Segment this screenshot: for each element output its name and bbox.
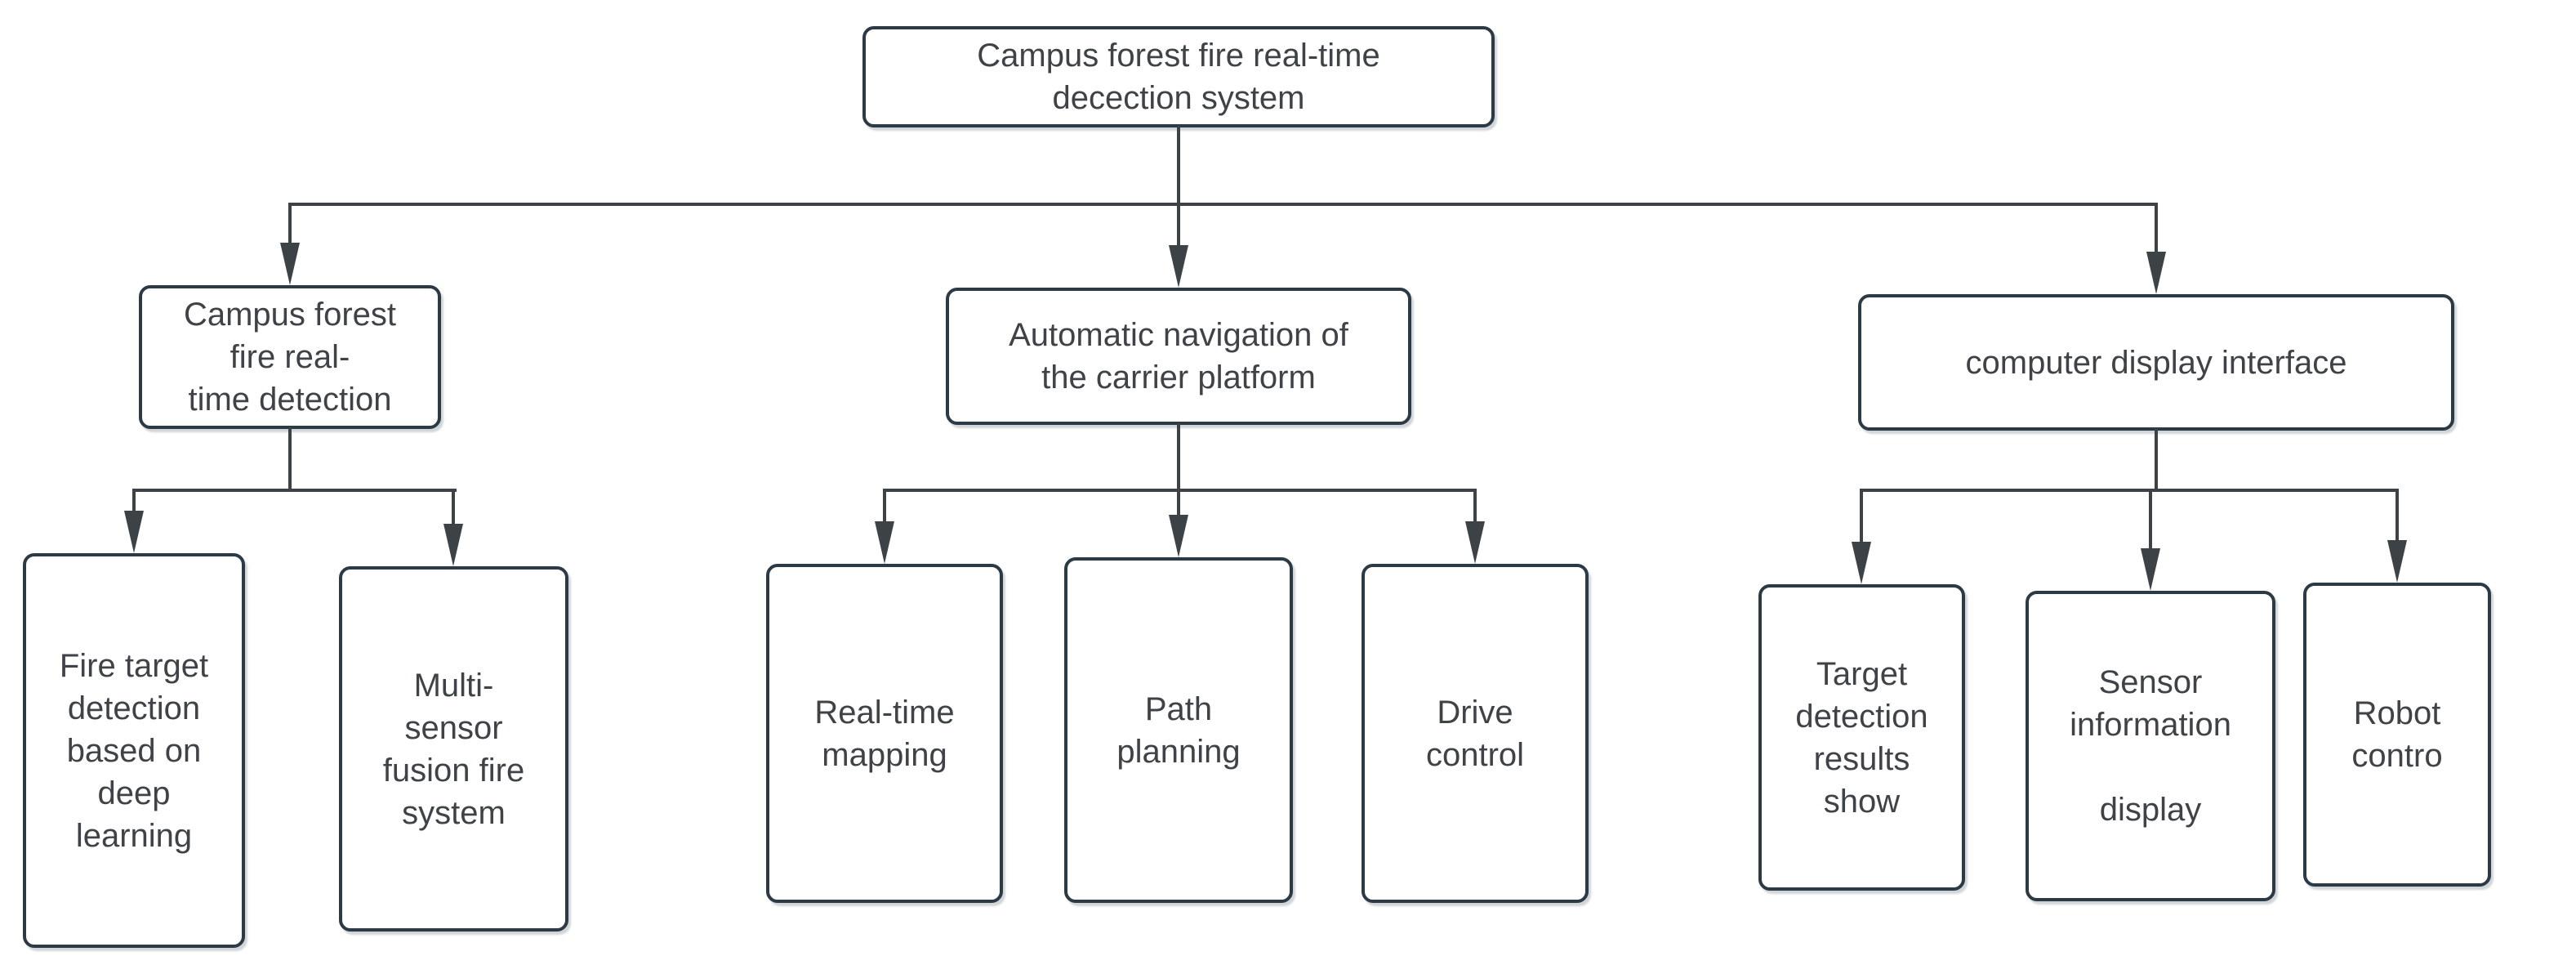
connector-drop-drive-control <box>1473 489 1477 531</box>
node-drive-control: Drive control <box>1362 564 1589 903</box>
connector-drop-detection <box>288 203 292 248</box>
arrowhead-fire-target <box>124 511 144 553</box>
connector-display-stem <box>2155 429 2158 492</box>
node-realtime-mapping: Real-time mapping <box>766 564 1003 903</box>
node-sensor-information-display: Sensor information display <box>2026 591 2275 901</box>
arrowhead-path-planning <box>1169 515 1188 557</box>
arrowhead-mapping <box>875 521 894 564</box>
connector-display-rail <box>1860 489 2399 492</box>
connector-drop-robot-control <box>2396 489 2399 551</box>
arrowhead-sensor-info <box>2141 548 2160 591</box>
arrowhead-display-branch <box>2146 252 2166 294</box>
arrowhead-detection-branch <box>280 243 300 285</box>
connector-root-stem <box>1177 126 1180 206</box>
connector-drop-display <box>2155 203 2158 257</box>
node-navigation-branch: Automatic navigation of the carrier plat… <box>946 288 1411 425</box>
connector-drop-multi-sensor <box>452 489 455 534</box>
connector-drop-navigation <box>1177 203 1180 250</box>
node-fire-target-detection: Fire target detection based on deep lear… <box>23 553 245 948</box>
arrowhead-robot-control <box>2387 540 2407 583</box>
arrowhead-multi-sensor <box>443 524 463 566</box>
node-path-planning: Path planning <box>1064 557 1293 903</box>
node-multi-sensor-fusion: Multi- sensor fusion fire system <box>339 566 568 932</box>
node-display-branch: computer display interface <box>1858 294 2454 431</box>
connector-detection-stem <box>288 427 292 492</box>
connector-detection-rail <box>132 489 457 492</box>
connector-drop-sensor-info <box>2149 489 2152 558</box>
connector-drop-path-planning <box>1177 489 1180 525</box>
connector-drop-fire-target <box>132 489 136 521</box>
arrowhead-target-results <box>1852 542 1871 584</box>
connector-top-rail <box>288 203 2158 206</box>
node-detection-branch: Campus forest fire real- time detection <box>139 285 441 429</box>
arrowhead-navigation-branch <box>1169 245 1188 288</box>
node-target-detection-results: Target detection results show <box>1758 584 1965 891</box>
connector-navigation-stem <box>1177 423 1180 492</box>
node-robot-control: Robot contro <box>2303 583 2491 887</box>
connector-drop-mapping <box>883 489 886 531</box>
node-root-system: Campus forest fire real-time decection s… <box>862 26 1495 127</box>
arrowhead-drive-control <box>1465 521 1485 564</box>
connector-drop-target-results <box>1860 489 1863 552</box>
